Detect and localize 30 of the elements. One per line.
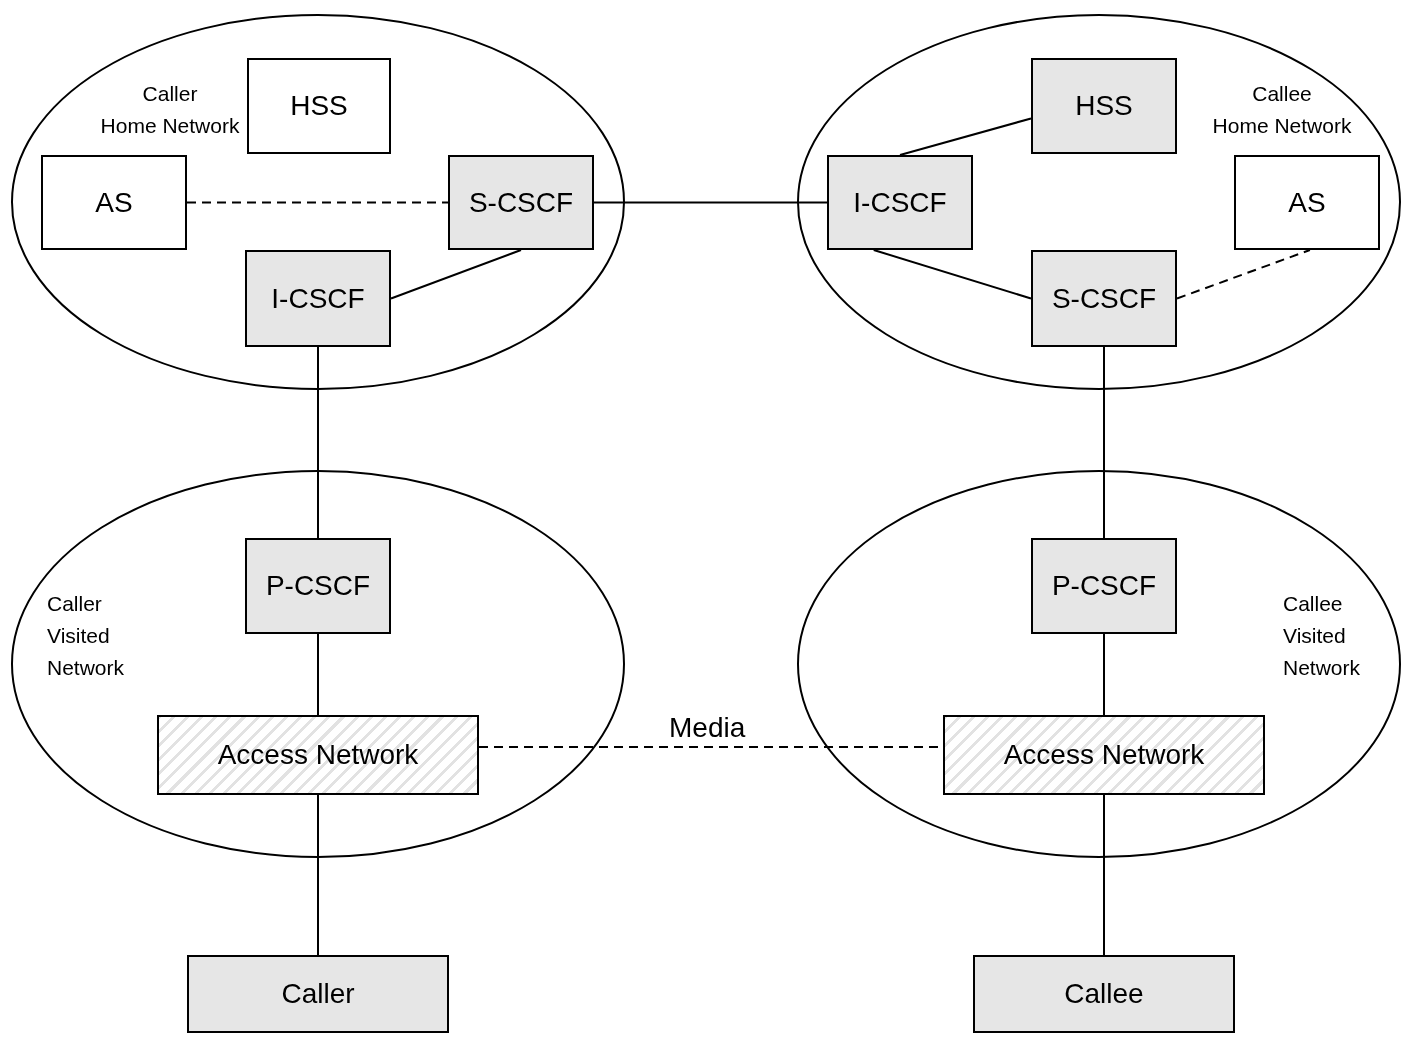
network-label: Callee Home Network [1211, 81, 1353, 139]
network-element-box: Callee [973, 955, 1235, 1033]
access-network-box: Access Network [157, 715, 479, 795]
connector-line [593, 201, 828, 204]
connector-line [1103, 794, 1105, 956]
connector-line [317, 633, 319, 716]
connector-line [1103, 346, 1105, 539]
network-element-box: Caller [187, 955, 449, 1033]
network-element-box: S-CSCF [448, 155, 594, 250]
connector-line [1103, 633, 1105, 716]
network-label: Callee Visited Network [1283, 591, 1362, 681]
connector-line [390, 249, 522, 300]
network-element-box: I-CSCF [827, 155, 973, 250]
connector-line [317, 794, 319, 956]
dashed-connector [1176, 249, 1311, 300]
network-label: Caller Visited Network [47, 591, 126, 681]
access-network-box: Access Network [943, 715, 1265, 795]
network-element-box: P-CSCF [1031, 538, 1177, 634]
network-element-box: HSS [1031, 58, 1177, 154]
network-element-box: S-CSCF [1031, 250, 1177, 347]
connector-line [872, 249, 1032, 300]
network-element-box: P-CSCF [245, 538, 391, 634]
network-label: Caller Home Network [99, 81, 241, 139]
network-element-box: I-CSCF [245, 250, 391, 347]
connector-line [899, 117, 1032, 156]
process-box: HSS [247, 58, 391, 154]
dashed-connector [186, 201, 449, 204]
process-box: AS [1234, 155, 1380, 250]
connector-line [317, 346, 319, 539]
process-box: AS [41, 155, 187, 250]
